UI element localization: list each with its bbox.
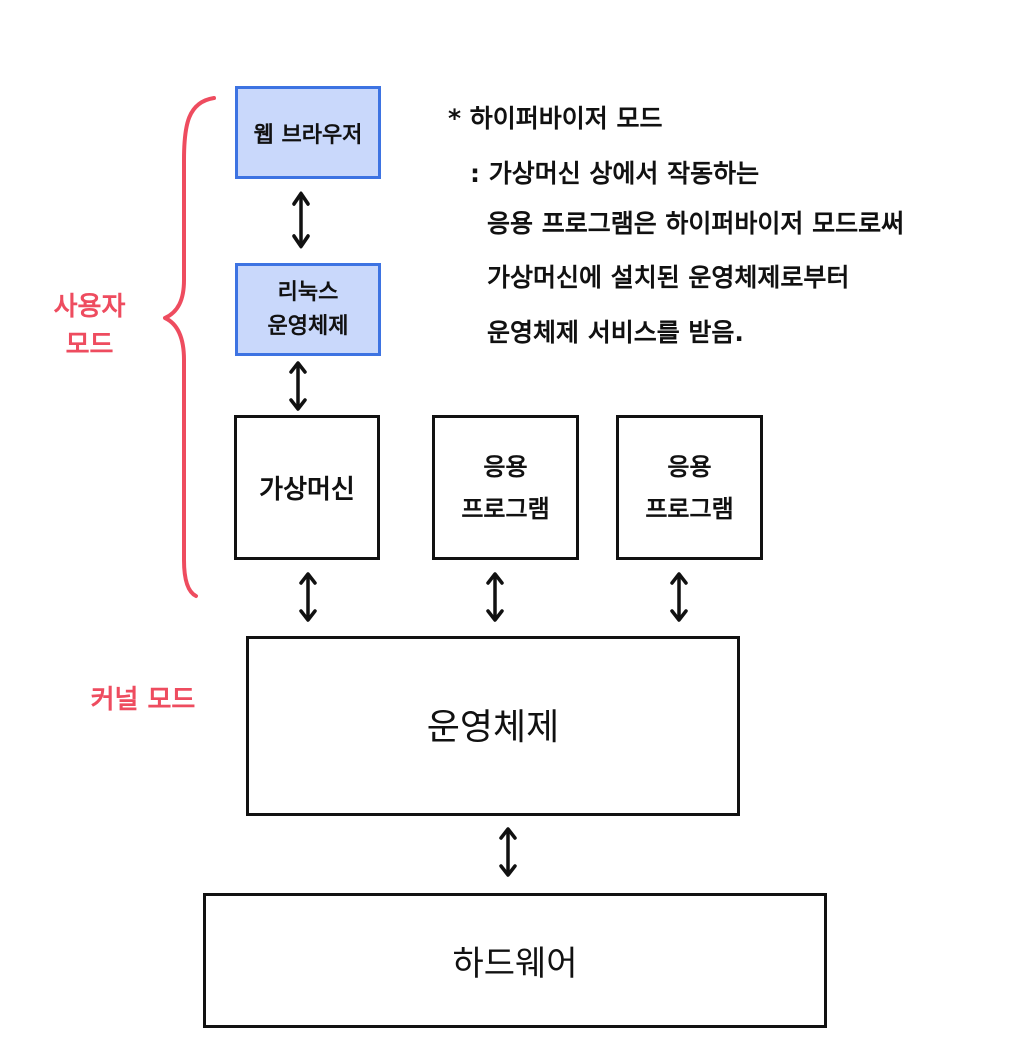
application-box-2: 응용 프로그램 — [616, 415, 763, 560]
hardware-box: 하드웨어 — [203, 893, 827, 1028]
application-box-1: 응용 프로그램 — [432, 415, 579, 560]
linux-os-label-line1: 리눅스 — [277, 279, 339, 305]
arrow-browser-linux — [294, 194, 308, 247]
user-mode-label: 사용자 모드 — [42, 288, 137, 364]
operating-system-label: 운영체제 — [426, 707, 560, 748]
arrow-os-hardware — [499, 827, 517, 877]
application-2-label-line2: 프로그램 — [645, 494, 734, 523]
virtual-machine-label: 가상머신 — [259, 475, 355, 505]
web-browser-label: 웹 브라우저 — [253, 122, 363, 148]
user-mode-label-line2: 모드 — [65, 330, 114, 360]
hypervisor-note-title: * 하이퍼바이저 모드 — [448, 104, 663, 133]
operating-system-box: 운영체제 — [246, 636, 740, 816]
kernel-mode-label: 커널 모드 — [90, 685, 196, 715]
application-2-label-line1: 응용 — [667, 452, 712, 481]
arrow-app2-os — [670, 572, 688, 622]
application-1-label-line2: 프로그램 — [461, 494, 550, 523]
arrow-linux-vm — [289, 361, 307, 411]
web-browser-box: 웹 브라우저 — [235, 86, 381, 179]
arrow-app1-os — [486, 572, 504, 622]
hypervisor-note-line4: 운영체제 서비스를 받음. — [487, 318, 744, 347]
hypervisor-note-line2: 응용 프로그램은 하이퍼바이저 모드로써 — [487, 209, 905, 238]
arrow-vm-os — [299, 572, 317, 622]
hypervisor-note-line3: 가상머신에 설치된 운영체제로부터 — [487, 263, 850, 292]
application-1-label-line1: 응용 — [483, 452, 528, 481]
user-mode-brace — [163, 96, 216, 598]
linux-os-box: 리눅스 운영체제 — [235, 263, 381, 356]
linux-os-label-line2: 운영체제 — [267, 313, 349, 339]
virtual-machine-box: 가상머신 — [234, 415, 380, 560]
hardware-label: 하드웨어 — [452, 944, 578, 984]
user-mode-label-line1: 사용자 — [53, 292, 126, 322]
hypervisor-note-line1: : 가상머신 상에서 작동하는 — [470, 159, 760, 188]
